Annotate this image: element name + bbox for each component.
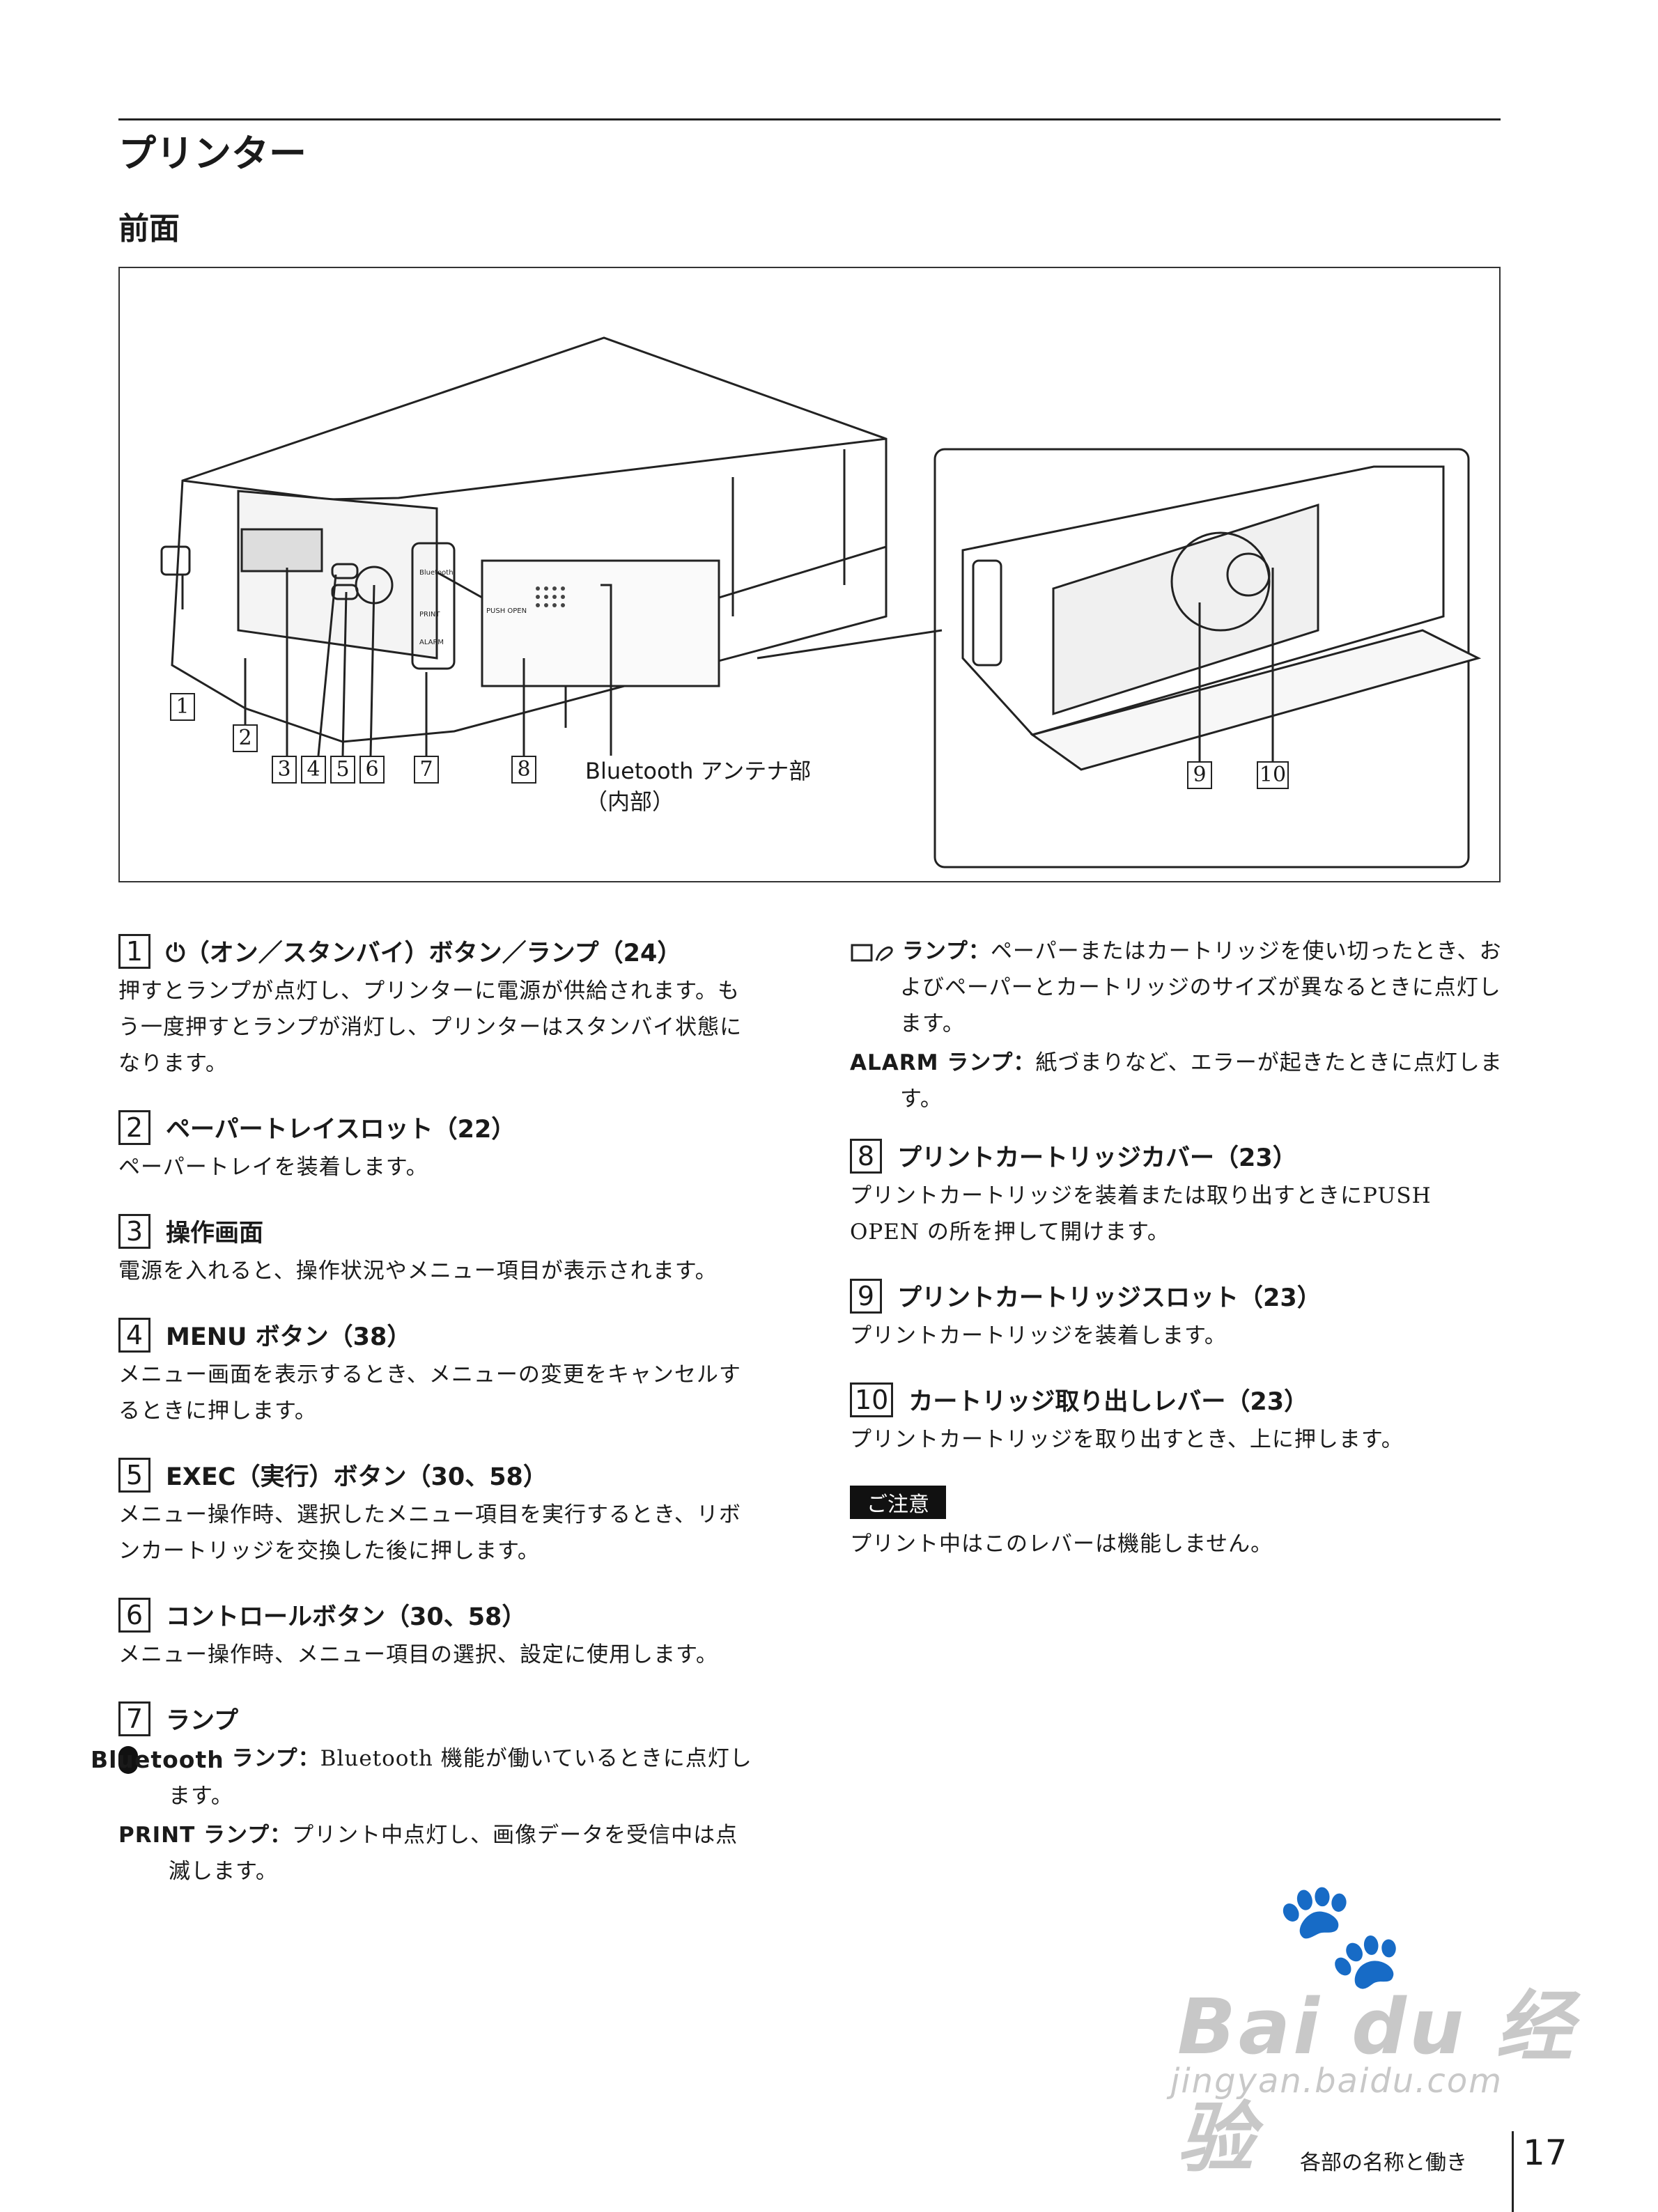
callout-3: 3 [272,756,297,784]
callout-9: 9 [1187,761,1212,789]
notice-block: ご注意 プリント中はこのレバーは機能しません。 [850,1486,1505,1562]
lamp-continuation: ランプ：ペーパーまたはカートリッジを使い切ったとき、およびペーパーとカートリッジ… [850,933,1505,1117]
right-column: ランプ：ペーパーまたはカートリッジを使い切ったとき、およびペーパーとカートリッジ… [850,933,1505,1590]
bluetooth-icon: ᛒ [98,1746,138,1774]
antenna-label-line1: Bluetooth アンテナ部 [585,758,812,784]
item-number: 6 [118,1597,150,1633]
bluetooth-logo-text: Bluetooth [91,1746,224,1773]
item-number: 3 [118,1213,150,1249]
item-title: MENU ボタン（38） [166,1323,412,1351]
item-number: 5 [118,1457,150,1493]
bluetooth-lamp-label: ランプ： [231,1746,320,1771]
item-title: コントロールボタン（30、58） [166,1603,527,1631]
page-title: プリンター [118,132,307,176]
item-number: 9 [850,1278,882,1314]
print-lamp-label: PRINT ランプ： [118,1823,293,1848]
item-description: ペーパートレイを装着します。 [118,1155,428,1180]
item-description: メニュー操作時、選択したメニュー項目を実行するとき、リボンカートリッジを交換した… [118,1502,741,1564]
watermark-url: jingyan.baidu.com [1170,2062,1503,2101]
top-rule [118,118,1501,120]
page-number: 17 [1523,2133,1567,2173]
item-number: 8 [850,1138,882,1174]
alarm-lamp-desc: ALARM ランプ：紙づまりなど、エラーが起きたときに点灯します。 [850,1045,1505,1117]
item-3: 3 操作画面 電源を入れると、操作状況やメニュー項目が表示されます。 [118,1213,759,1289]
antenna-label-line2: （内部） [585,788,675,815]
panel-bluetooth-label: Bluetooth [419,569,454,577]
item-number: 10 [850,1382,894,1417]
item-number: 1 [118,933,150,969]
paw-icon: 🐾 [1275,1874,1405,1995]
item-2: 2 ペーパートレイスロット（22） ペーパートレイを装着します。 [118,1109,759,1185]
item-number: 2 [118,1109,150,1145]
item-description: プリントカートリッジを装着します。 [850,1323,1227,1348]
print-lamp-text: プリント中点灯し、画像データを受信中は点滅します。 [169,1823,738,1884]
callout-4: 4 [301,756,326,784]
item-title: カートリッジ取り出しレバー（23） [908,1388,1309,1416]
callout-10: 10 [1257,761,1289,789]
callout-5: 5 [330,756,355,784]
item-4: 4 MENU ボタン（38） メニュー画面を表示するとき、メニューの変更をキャンセ… [118,1317,759,1429]
footer-section-name: 各部の名称と働き [1300,2151,1467,2175]
alarm-lamp-label: ALARM ランプ： [850,1050,1036,1075]
item-title: EXEC（実行）ボタン（30、58） [166,1463,548,1491]
item-description: メニュー画面を表示するとき、メニューの変更をキャンセルするときに押します。 [118,1362,741,1424]
item-6: 6 コントロールボタン（30、58） メニュー操作時、メニュー項目の選択、設定に使… [118,1597,759,1673]
item-description: メニュー操作時、メニュー項目の選択、設定に使用します。 [118,1642,718,1667]
item-number: 4 [118,1317,150,1353]
paper-lamp-desc: ランプ：ペーパーまたはカートリッジを使い切ったとき、およびペーパーとカートリッジ… [850,933,1505,1042]
item-5: 5 EXEC（実行）ボタン（30、58） メニュー操作時、選択したメニュー項目を実… [118,1457,759,1569]
paper-lamp-text: ペーパーまたはカートリッジを使い切ったとき、およびペーパーとカートリッジのサイズ… [900,939,1502,1036]
paper-lamp-label: ランプ： [901,939,991,964]
print-lamp-desc: PRINT ランプ：プリント中点灯し、画像データを受信中は点滅します。 [118,1817,759,1890]
callout-2: 2 [233,724,258,752]
callout-6: 6 [359,756,385,784]
push-open-label: PUSH OPEN [486,607,527,615]
panel-alarm-label: ALARM [419,639,444,646]
left-column: 1 ⏻（オン／スタンバイ）ボタン／ランプ（24） 押すとランプが点灯し、プリンター… [91,933,759,1917]
watermark-main: Bai du 经验 [1177,1982,1576,2183]
paper-cartridge-icon [850,939,902,964]
item-description: プリントカートリッジを装着または取り出すときにPUSH OPEN の所を押して開… [850,1183,1432,1245]
footer-rule [1512,2131,1514,2212]
bluetooth-antenna-label: Bluetooth アンテナ部 （内部） [585,756,811,817]
callout-1: 1 [170,693,195,721]
notice-tag: ご注意 [850,1486,946,1519]
item-description: 押すとランプが点灯し、プリンターに電源が供給されます。もう一度押すとランプが消灯… [118,979,743,1076]
callout-8: 8 [511,756,536,784]
printer-illustration: PUSH OPEN Bluetooth PRINT ALARM [160,336,1482,869]
item-description: プリントカートリッジを取り出すとき、上に押します。 [850,1427,1404,1452]
item-title: ペーパートレイスロット（22） [166,1116,516,1144]
item-9: 9 プリントカートリッジスロット（23） プリントカートリッジを装着します。 [850,1278,1505,1354]
item-1: 1 ⏻（オン／スタンバイ）ボタン／ランプ（24） 押すとランプが点灯し、プリンター… [118,933,759,1082]
item-title: プリントカートリッジスロット（23） [897,1284,1322,1312]
item-title: 操作画面 [166,1220,264,1247]
item-10: 10 カートリッジ取り出しレバー（23） プリントカートリッジを取り出すとき、上に… [850,1382,1505,1458]
item-title: ⏻（オン／スタンバイ）ボタン／ランプ（24） [166,940,682,967]
alarm-lamp-text: 紙づまりなど、エラーが起きたときに点灯します。 [900,1050,1503,1112]
item-title: プリントカートリッジカバー（23） [897,1144,1297,1172]
item-description: 電源を入れると、操作状況やメニュー項目が表示されます。 [118,1259,718,1284]
watermark: 🐾 Bai du 经验 jingyan.baidu.com [1156,1874,1588,2183]
item-8: 8 プリントカートリッジカバー（23） プリントカートリッジを装着または取り出すと… [850,1138,1505,1250]
item-number: 7 [118,1701,150,1736]
notice-text: プリント中はこのレバーは機能しません。 [850,1532,1273,1557]
callout-7: 7 [414,756,439,784]
printer-figure: PUSH OPEN Bluetooth PRINT ALARM 1 2 3 4 … [118,267,1501,882]
panel-print-label: PRINT [419,611,440,618]
bluetooth-lamp-text: Bluetooth 機能が働いているときに点灯します。 [169,1746,752,1809]
item-title: ランプ [166,1707,238,1735]
section-heading: 前面 [118,211,180,247]
